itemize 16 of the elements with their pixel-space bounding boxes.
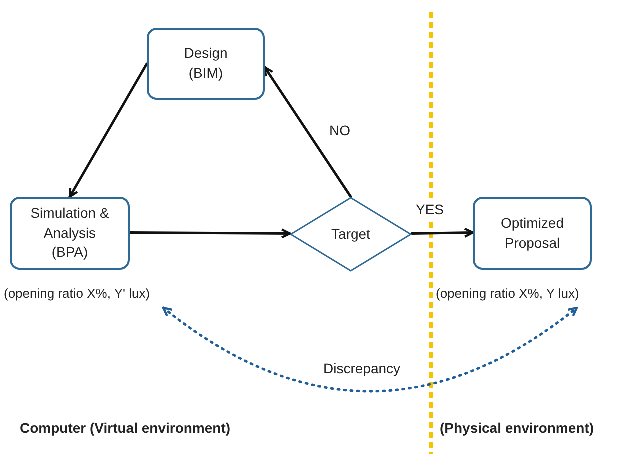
- box-label: Simulation & Analysis (BPA): [30, 204, 110, 262]
- decision-diamond: [290, 197, 412, 272]
- edge-label: YES: [414, 200, 446, 220]
- arrow: [410, 228, 474, 238]
- value-note: (opening ratio X%, Y lux): [436, 285, 580, 304]
- value-note: (opening ratio X%, Y' lux): [4, 285, 150, 304]
- arrow: [162, 306, 578, 393]
- arrow: [68, 62, 148, 198]
- process-box: [473, 197, 592, 270]
- diamond-label: Target: [332, 225, 370, 244]
- process-box: [10, 197, 130, 270]
- process-box: [147, 28, 265, 100]
- box-label: Optimized Proposal: [500, 214, 566, 253]
- arrow: [128, 228, 292, 239]
- box-label: Design (BIM): [183, 44, 229, 83]
- arrow: [264, 66, 352, 198]
